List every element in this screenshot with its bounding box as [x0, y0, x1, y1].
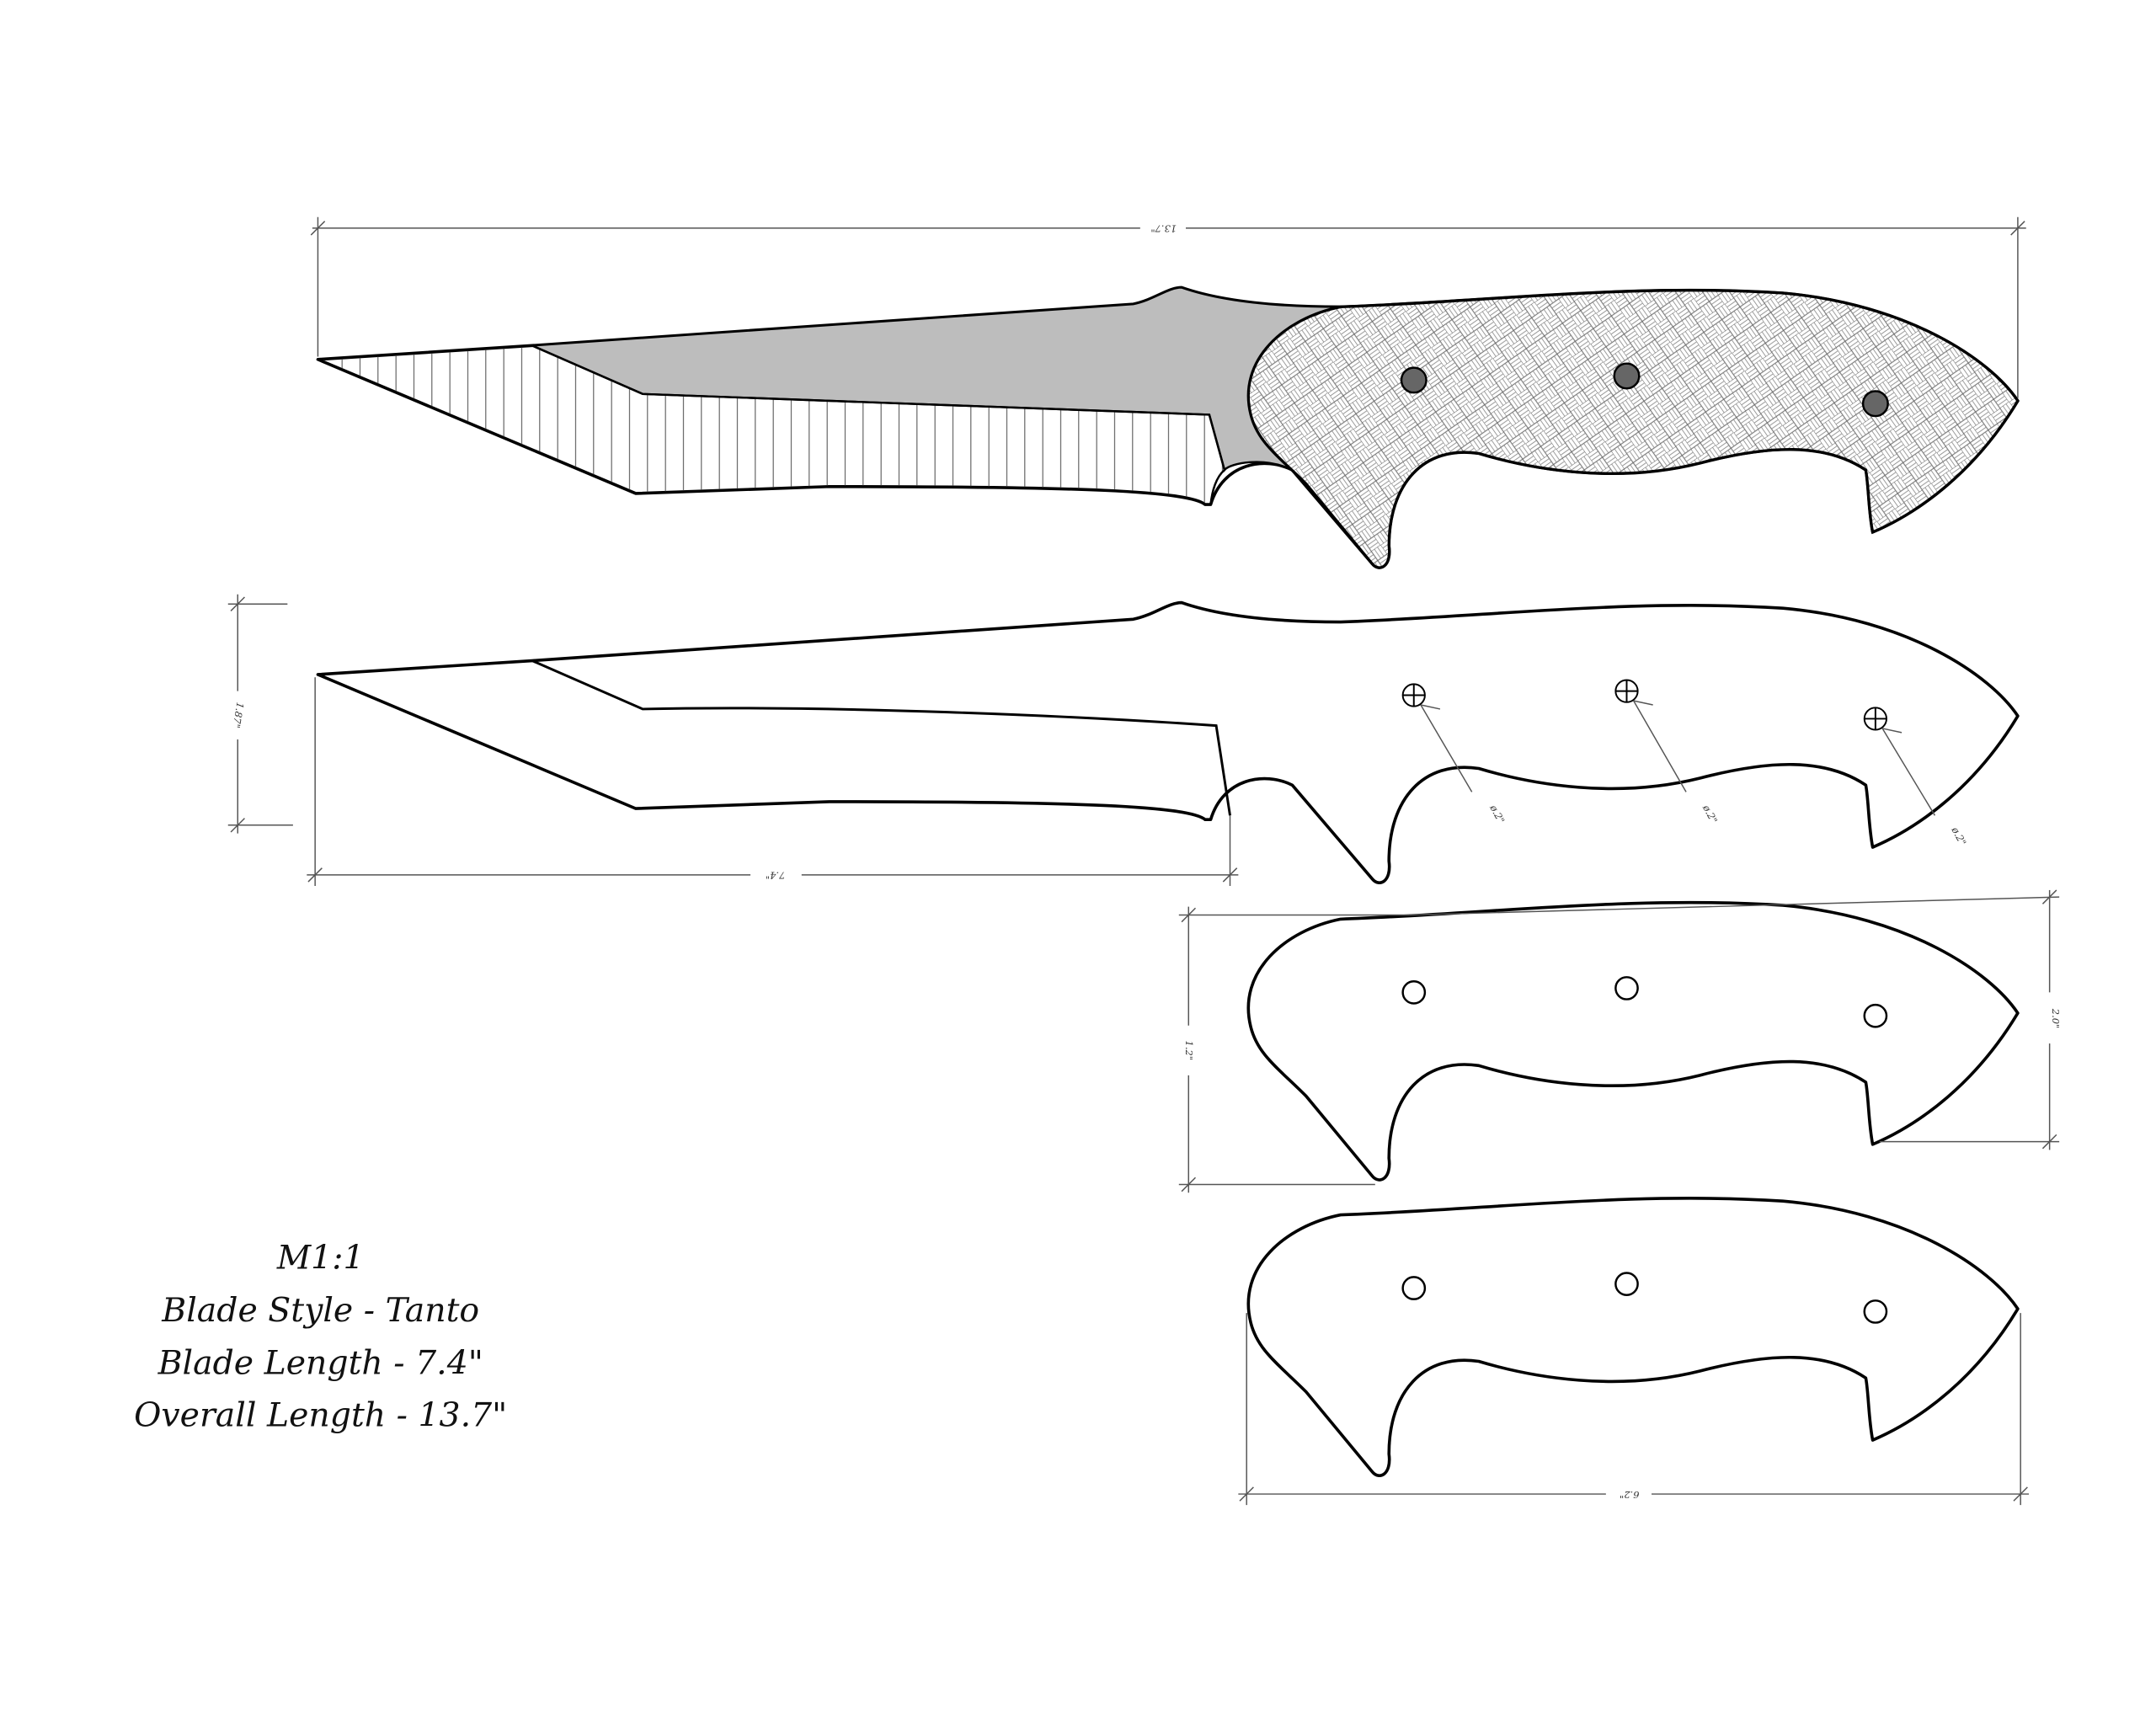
pin-diameter-label: ø.2"	[1700, 802, 1721, 825]
blade-height-dimension: 1.87"	[227, 594, 293, 834]
overall-length-spec: Overall Length - 13.7"	[134, 1396, 507, 1435]
blade-bevel-hatched	[317, 344, 1226, 506]
pin-diameter-label: ø.2"	[1949, 824, 1969, 848]
blade-height-label: 1.87"	[230, 702, 246, 729]
handle-left-height-label: 1.2"	[1183, 1041, 1195, 1061]
model-label: M1:1	[276, 1239, 365, 1278]
handle-scale-outline	[1246, 1197, 2020, 1477]
handle-right-height-label: 2.0"	[2050, 1008, 2062, 1029]
handle-scale	[1246, 289, 2020, 569]
knife-outline	[316, 600, 2020, 884]
overall-length-label: 13.7"	[1150, 223, 1177, 235]
handle-length-label: 6.2"	[1620, 1489, 1640, 1501]
blade-length-spec: Blade Length - 7.4"	[157, 1343, 483, 1382]
handle-scale-view	[1246, 900, 2020, 1182]
knife-outline-view: ø.2" ø.2" ø.2"	[316, 600, 2020, 884]
handle-scale-view	[1246, 1197, 2020, 1477]
pin-hole	[1400, 366, 1428, 394]
overall-length-dimension: 13.7"	[310, 216, 2026, 398]
pin-hole-crosshair	[1401, 679, 1887, 731]
pin-hole	[1613, 362, 1641, 390]
pin-holes	[1401, 1272, 1888, 1324]
handle-height-dimensions: 1.2" 2.0"	[1178, 889, 2062, 1193]
blade-length-label: 7.4"	[766, 870, 786, 882]
handle-scale-outline	[1246, 900, 2020, 1182]
pin-hole	[1861, 390, 1889, 418]
blade-style-label: Blade Style - Tanto	[161, 1291, 479, 1330]
spec-block: M1:1 Blade Style - Tanto Blade Length - …	[134, 1239, 507, 1435]
pin-holes	[1401, 976, 1888, 1028]
pin-leaders	[1420, 700, 1936, 816]
pin-diameter-label: ø.2"	[1487, 802, 1508, 825]
grind-line	[531, 659, 1231, 816]
handle-length-dimension: 6.2"	[1238, 1313, 2030, 1506]
knife-shaded-view	[316, 285, 2020, 569]
blade-length-dimension: 7.4"	[307, 677, 1239, 886]
